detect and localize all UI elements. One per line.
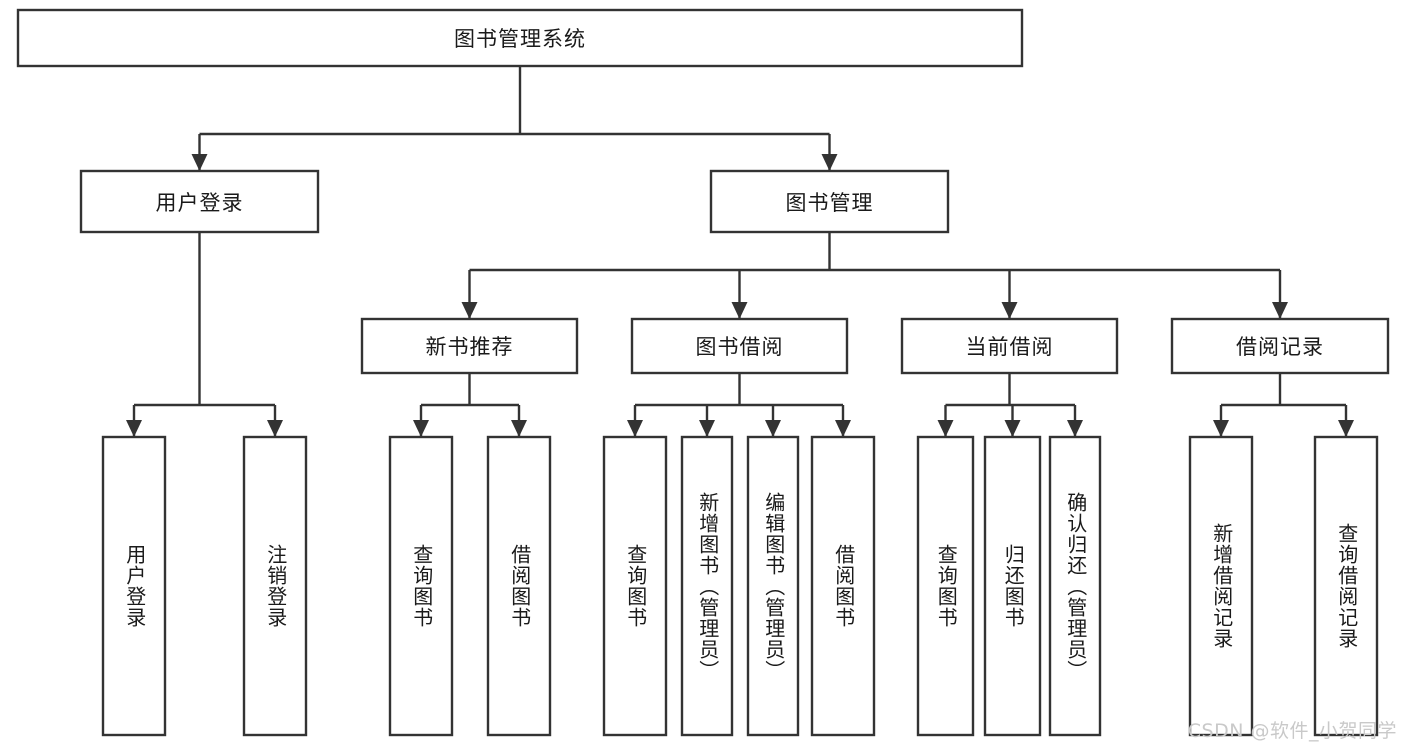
arrow-head-icon	[1272, 302, 1288, 319]
arrow-head-icon	[627, 420, 643, 437]
node-box-l3-newbook[interactable]	[360, 317, 579, 375]
arrow-head-icon	[511, 420, 527, 437]
node-box-leaf-return-book[interactable]	[983, 435, 1042, 737]
node-box-leaf-add-record[interactable]	[1188, 435, 1254, 737]
node-box-leaf-q-book-c[interactable]	[916, 435, 975, 737]
node-box-leaf-logout[interactable]	[242, 435, 308, 737]
arrow-head-icon	[1338, 420, 1354, 437]
arrow-head-icon	[937, 420, 954, 437]
node-box-l3-borrow[interactable]	[630, 317, 849, 375]
arrow-head-icon	[267, 420, 283, 437]
node-box-leaf-edit-book[interactable]	[746, 435, 800, 737]
node-box-l3-current[interactable]	[900, 317, 1119, 375]
node-box-leaf-q-record[interactable]	[1313, 435, 1379, 737]
node-boxes-layer	[16, 8, 1390, 737]
arrow-head-icon	[1213, 420, 1229, 437]
arrow-head-icon	[413, 420, 429, 437]
arrow-head-icon	[765, 420, 781, 437]
arrow-head-icon	[1067, 420, 1083, 437]
arrow-head-icon	[1004, 420, 1021, 437]
node-box-l2-user[interactable]	[79, 169, 320, 234]
arrow-head-icon	[461, 302, 478, 319]
arrow-head-icon	[1001, 302, 1018, 319]
connectors-layer	[126, 66, 1354, 437]
node-box-leaf-login[interactable]	[101, 435, 167, 737]
node-box-leaf-q-book-b[interactable]	[602, 435, 668, 737]
node-box-leaf-q-book-a[interactable]	[388, 435, 454, 737]
node-box-l2-book[interactable]	[709, 169, 950, 234]
node-box-leaf-add-book[interactable]	[680, 435, 734, 737]
arrow-head-icon	[699, 420, 715, 437]
node-box-leaf-borrow-book-b[interactable]	[810, 435, 876, 737]
arrow-head-icon	[835, 420, 851, 437]
arrow-head-icon	[126, 420, 142, 437]
node-box-root[interactable]	[16, 8, 1024, 68]
node-box-l3-record[interactable]	[1170, 317, 1390, 375]
node-box-leaf-confirm-return[interactable]	[1048, 435, 1102, 737]
arrow-head-icon	[731, 302, 748, 319]
node-box-leaf-borrow-book-a[interactable]	[486, 435, 552, 737]
arrow-head-icon	[821, 154, 838, 171]
arrow-head-icon	[191, 154, 208, 171]
